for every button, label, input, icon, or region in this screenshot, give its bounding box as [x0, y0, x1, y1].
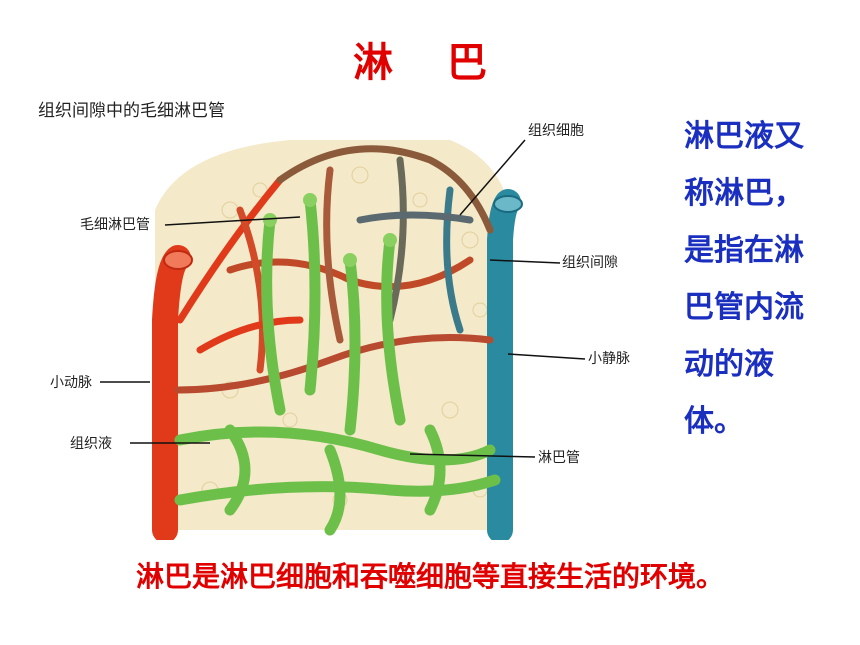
page-title: 淋 巴: [353, 40, 507, 86]
label-lymph-vessel: 淋巴管: [538, 450, 580, 466]
small-artery: [152, 245, 191, 540]
lymph-capillary-tips: [263, 193, 397, 267]
label-pointers: [100, 139, 586, 458]
label-small-vein: 小静脉: [588, 351, 630, 367]
small-vein: [487, 189, 521, 540]
lymph-diagram: 组织间隙中的毛细淋巴管 组织细胞 毛细淋巴管 组织间隙 小动脉 小静脉 组织液 …: [30, 90, 670, 540]
label-tissue-fluid: 组织液: [70, 436, 112, 452]
lymph-diagram-illustration: [100, 139, 586, 540]
summary-text: 淋巴是淋巴细胞和吞噬细胞等直接生活的环境。: [135, 560, 724, 593]
lymph-definition-text: 淋巴液又称淋巴，是指在淋巴管内流动的液体。: [684, 119, 804, 439]
label-tissue-gap: 组织间隙: [562, 255, 618, 271]
label-lymph-capillary: 毛细淋巴管: [80, 217, 150, 233]
label-tissue-cell: 组织细胞: [528, 123, 584, 139]
lymph-vessel-network: [174, 194, 501, 536]
diagram-caption: 组织间隙中的毛细淋巴管: [38, 101, 225, 121]
label-small-artery: 小动脉: [50, 375, 92, 391]
